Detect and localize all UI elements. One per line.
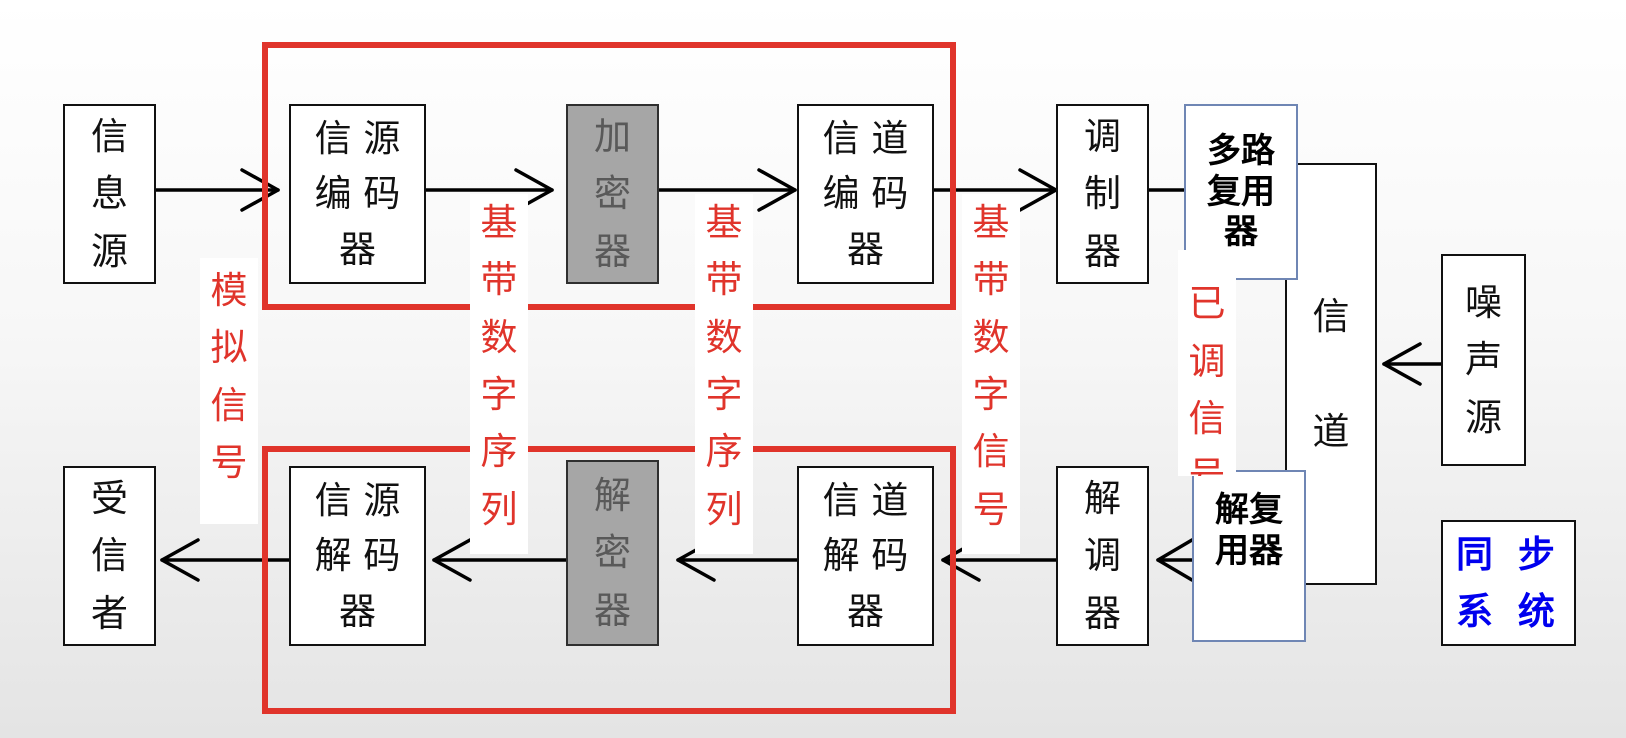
baseband-sequence-label-1: 基 带 数 字 序 列 — [470, 194, 528, 554]
channel-decoder-block: 信 道 解 码 器 — [797, 466, 934, 646]
arrow-demux-to-demodulator — [1156, 538, 1194, 582]
modulator-block: 调 制 器 — [1056, 104, 1149, 284]
arrow-source-decoder-to-receiver — [160, 538, 292, 582]
modulated-signal-label: 已 调 信 号 — [1178, 250, 1236, 476]
noise-source-block: 噪 声 源 — [1441, 254, 1526, 466]
transmit-highlight-frame — [262, 42, 956, 310]
info-source-block: 信 息 源 — [63, 104, 156, 284]
arrow-source-to-encoder — [148, 168, 280, 212]
demodulator-block: 解 调 器 — [1056, 466, 1149, 646]
arrow-decryptor-to-source-decoder — [432, 538, 568, 582]
encryptor-block: 加 密 器 — [566, 104, 659, 284]
arrow-encoder-to-encryptor — [408, 168, 554, 212]
arrow-encryptor-to-channel-encoder — [652, 168, 797, 212]
channel-encoder-block: 信 道 编 码 器 — [797, 104, 934, 284]
baseband-signal-label: 基 带 数 字 信 号 — [962, 194, 1020, 554]
sync-system-block: 同 步 系 统 — [1441, 520, 1576, 646]
source-decoder-block: 信 源 解 码 器 — [289, 466, 426, 646]
receiver-block: 受 信 者 — [63, 466, 156, 646]
modulated-signal-text: 已 调 信 号 — [1188, 282, 1226, 476]
arrow-noise-to-channel — [1382, 342, 1443, 386]
demultiplexer-block: 解复 用器 — [1192, 470, 1306, 642]
source-encoder-block: 信 源 编 码 器 — [289, 104, 426, 284]
receive-highlight-frame — [262, 446, 956, 714]
baseband-sequence-label-2: 基 带 数 字 序 列 — [695, 194, 753, 554]
decryptor-block: 解 密 器 — [566, 460, 659, 646]
analog-signal-label: 模 拟 信 号 — [200, 258, 258, 524]
